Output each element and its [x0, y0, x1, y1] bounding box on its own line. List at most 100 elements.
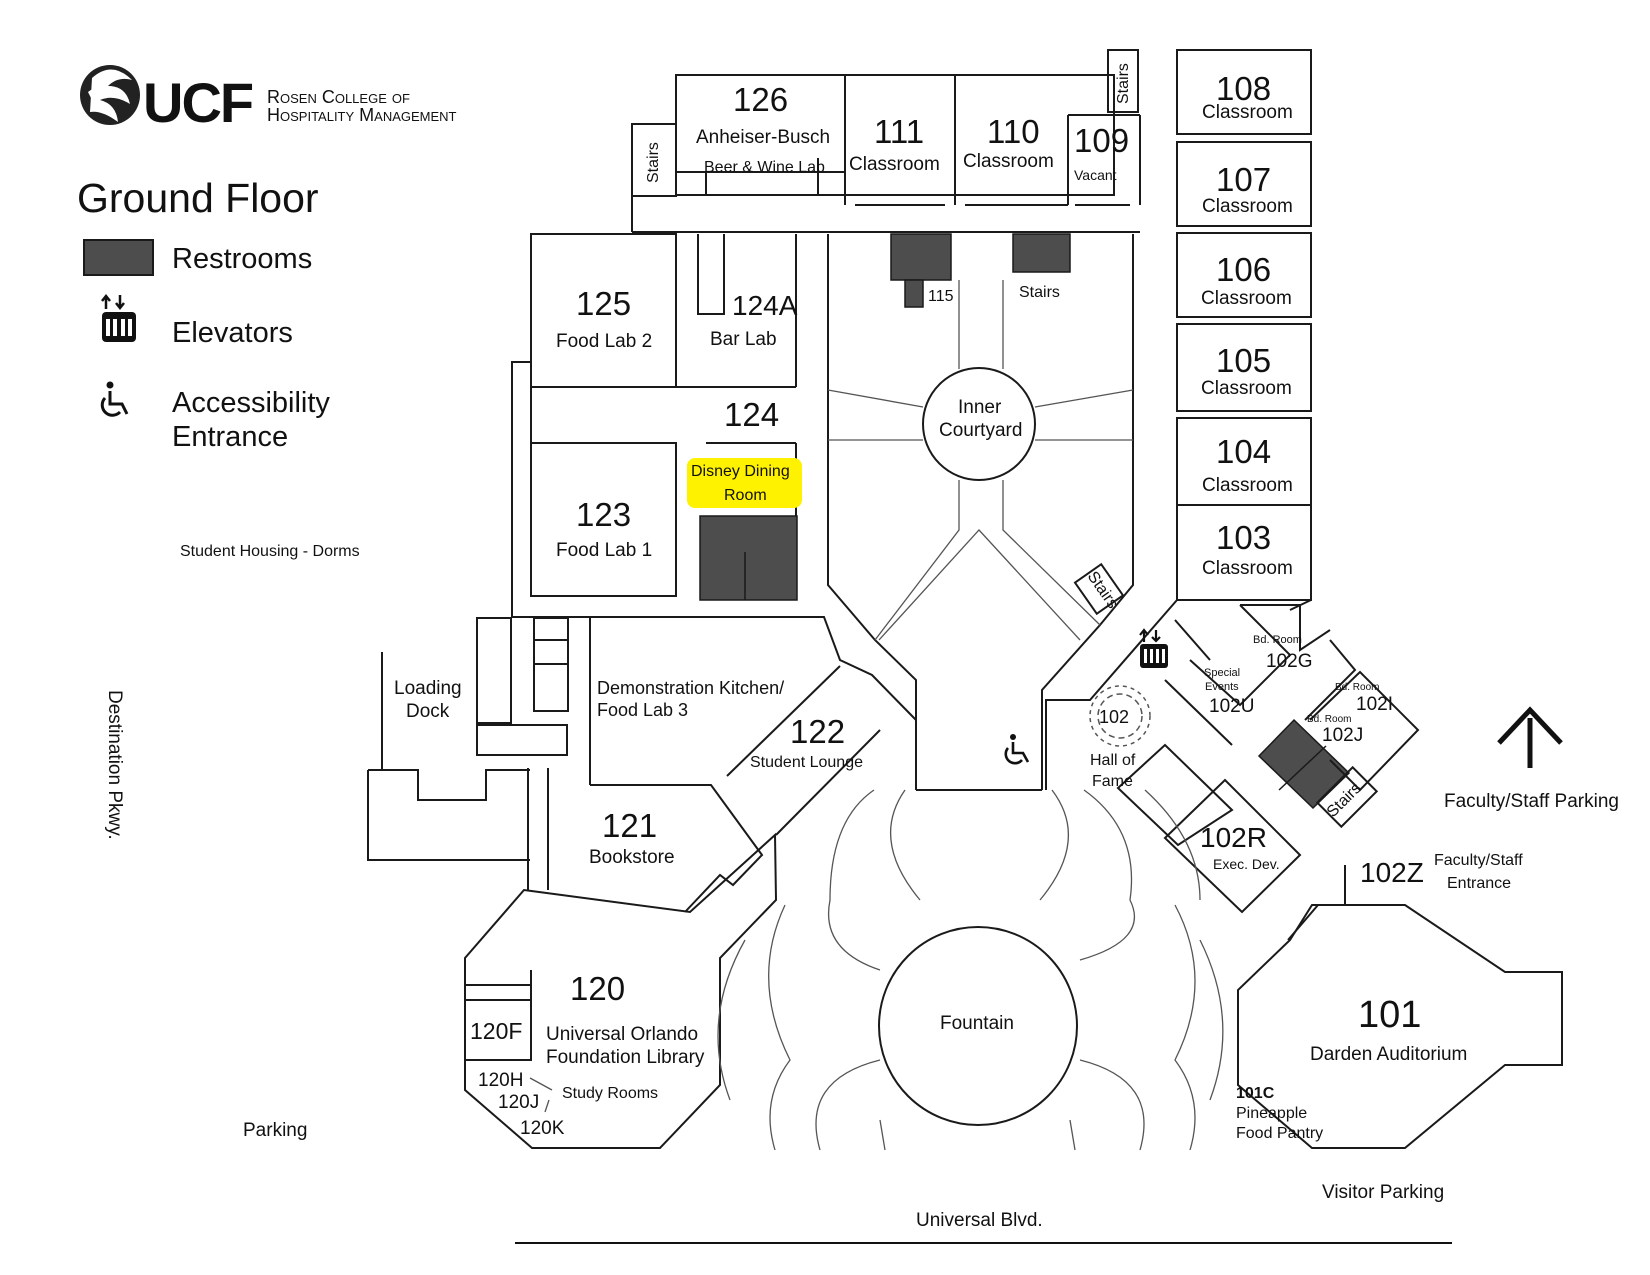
room-101c-line2: Food Pantry — [1236, 1125, 1323, 1142]
fountain-plaza — [717, 789, 1224, 1151]
room-124-number: 124 — [724, 396, 779, 433]
room-124a-number: 124A — [732, 290, 798, 321]
fountain-label: Fountain — [940, 1013, 1014, 1034]
southwest-walls — [367, 616, 917, 1149]
restroom-east — [1257, 718, 1351, 810]
room-120-line1: Universal Orlando — [546, 1024, 698, 1045]
room-103-label: Classroom — [1202, 558, 1293, 579]
room-122-line1: Demonstration Kitchen/ — [597, 678, 784, 698]
courtyard-walls — [827, 234, 1134, 791]
room-124a-label: Bar Lab — [710, 329, 777, 350]
room-107-label: Classroom — [1202, 196, 1293, 217]
room-124-line1: Disney Dining — [691, 463, 790, 480]
room-110-label: Classroom — [963, 151, 1054, 172]
universal-blvd-label: Universal Blvd. — [916, 1210, 1043, 1231]
room-125-number: 125 — [576, 285, 631, 322]
room-126-number: 126 — [733, 81, 788, 118]
room-120j-number: 120J — [498, 1092, 539, 1113]
room-102g-label: Bd. Room — [1253, 634, 1302, 646]
room-102g-number: 102G — [1266, 651, 1312, 672]
college-name-line1: Rosen College of — [267, 87, 410, 107]
room-126-line1: Anheiser-Busch — [696, 127, 830, 148]
room-102-number: 102 — [1099, 707, 1129, 727]
room-102-line1: Hall of — [1090, 752, 1136, 769]
room-111-number: 111 — [874, 113, 924, 150]
room-120-number: 120 — [570, 970, 625, 1007]
legend: Restrooms Elevators Accessibility Entran… — [83, 239, 330, 453]
college-name-line2: Hospitality Management — [267, 105, 457, 125]
top-wing-walls — [631, 49, 1141, 233]
room-123-number: 123 — [576, 496, 631, 533]
stairs-north: Stairs — [1019, 284, 1060, 301]
room-110-number: 110 — [987, 113, 1040, 150]
loading-dock-line2: Dock — [406, 701, 450, 722]
room-126-line2: Beer & Wine Lab — [704, 159, 825, 176]
room-102i-label: Bd. Room — [1335, 682, 1379, 693]
room-102-line2: Fame — [1092, 773, 1133, 790]
room-103-number: 103 — [1216, 519, 1271, 556]
room-102u-line2: Events — [1205, 681, 1239, 693]
room-102i-number: 102I — [1356, 694, 1393, 715]
restroom-124 — [699, 515, 798, 601]
room-115-number: 115 — [928, 288, 954, 305]
logo-text: UCF — [143, 71, 253, 134]
loading-dock-line1: Loading — [394, 678, 462, 699]
wheelchair-icon — [100, 381, 129, 417]
legend-accessibility-line1: Accessibility — [172, 387, 330, 419]
courtyard-line1: Inner — [958, 397, 1002, 418]
restroom-115 — [904, 279, 924, 308]
faculty-entrance-line1: Faculty/Staff — [1434, 852, 1523, 869]
room-102u-line1: Special — [1204, 667, 1240, 679]
room-124-line2: Room — [724, 487, 767, 504]
room-105-label: Classroom — [1201, 378, 1292, 399]
parking-label: Parking — [243, 1120, 307, 1141]
fountain — [878, 926, 1078, 1126]
restroom-north-a — [890, 233, 952, 281]
room-102r — [1163, 778, 1302, 914]
room-121-number: 121 — [602, 807, 657, 844]
stairs-126: Stairs — [645, 142, 662, 183]
dorms-label: Student Housing - Dorms — [180, 543, 360, 560]
room-109-number: 109 — [1074, 122, 1129, 159]
wheelchair-icon — [1004, 734, 1030, 765]
room-102z-number: 102Z — [1360, 857, 1424, 888]
room-122-label: Student Lounge — [750, 754, 863, 771]
destination-parkway-label: Destination Pkwy. — [104, 690, 125, 840]
north-arrow-icon — [1497, 706, 1563, 768]
inner-courtyard — [922, 367, 1036, 481]
room-102j-label: Bd. Room — [1307, 714, 1351, 725]
room-120f-number: 120F — [470, 1018, 522, 1044]
room-120k-number: 120K — [520, 1118, 565, 1139]
southeast-walls — [1045, 599, 1420, 914]
stairs-top-right: Stairs — [1115, 63, 1132, 104]
stairs-courtyard: Stairs — [1084, 569, 1121, 612]
room-102j-number: 102J — [1322, 725, 1363, 746]
disney-dining-highlight — [687, 458, 802, 508]
room-104-number: 104 — [1216, 433, 1271, 470]
room-102u-number: 102U — [1209, 696, 1254, 717]
room-109-label: Vacant — [1074, 167, 1117, 183]
faculty-entrance-line2: Entrance — [1447, 875, 1511, 892]
pegasus-icon — [80, 65, 140, 125]
ucf-logo: UCF Rosen College of Hospitality Managem… — [80, 65, 457, 134]
room-101-label: Darden Auditorium — [1310, 1044, 1467, 1065]
room-122-line2: Food Lab 3 — [597, 700, 688, 720]
legend-accessibility-line2: Entrance — [172, 421, 288, 453]
room-123-label: Food Lab 1 — [556, 540, 652, 561]
room-125-label: Food Lab 2 — [556, 331, 652, 352]
visitor-parking-label: Visitor Parking — [1322, 1182, 1444, 1203]
auditorium-101 — [1237, 904, 1563, 1149]
room-102r-number: 102R — [1200, 822, 1267, 853]
restroom-north-b — [1012, 233, 1071, 273]
restroom-swatch — [83, 239, 154, 276]
floor-title: Ground Floor — [77, 175, 319, 221]
room-105-number: 105 — [1216, 342, 1271, 379]
legend-restrooms: Restrooms — [172, 243, 312, 275]
room-101c-number: 101C — [1236, 1085, 1275, 1102]
restrooms — [699, 233, 1351, 810]
elevator-icon — [101, 293, 136, 342]
room-101c-line1: Pineapple — [1236, 1105, 1307, 1122]
faculty-parking-label: Faculty/Staff Parking — [1444, 791, 1619, 812]
east-classroom-walls — [1176, 49, 1312, 611]
study-rooms-label: Study Rooms — [562, 1085, 658, 1102]
